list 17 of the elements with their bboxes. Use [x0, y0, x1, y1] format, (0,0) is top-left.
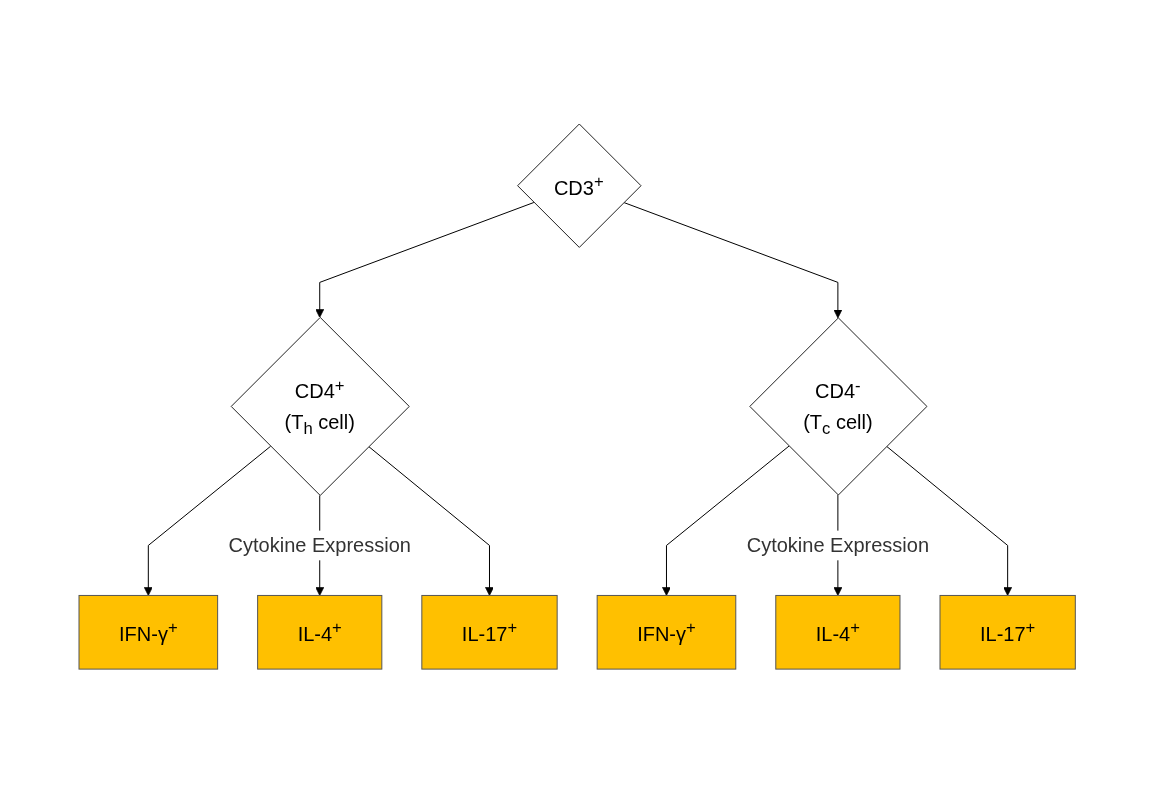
node-diamond: CD4$^{+}$ (T$_{h}$ cell) — [230, 317, 410, 497]
edge-label: Cytokine Expression — [228, 534, 411, 557]
node-diamond: CD3$^{+}$ — [516, 123, 642, 249]
node-box: IFN-γ$^{+}$ — [596, 595, 737, 671]
node-box: IL-4$^{+}$ — [775, 595, 901, 671]
arrow — [315, 202, 535, 319]
node-box: IL-17$^{+}$ — [421, 595, 558, 671]
arrow — [885, 446, 1012, 597]
arrow — [143, 446, 271, 597]
node-diamond: CD4$^{-}$ (T$_{c}$ cell) — [749, 317, 928, 496]
node-box: IFN-γ$^{+}$ — [78, 595, 218, 671]
arrow — [368, 446, 494, 597]
edge-label: Cytokine Expression — [746, 534, 929, 557]
node-box: IL-4$^{+}$ — [256, 595, 383, 671]
arrow — [661, 446, 790, 597]
arrow — [623, 202, 843, 319]
node-box: IL-17$^{+}$ — [939, 595, 1076, 671]
